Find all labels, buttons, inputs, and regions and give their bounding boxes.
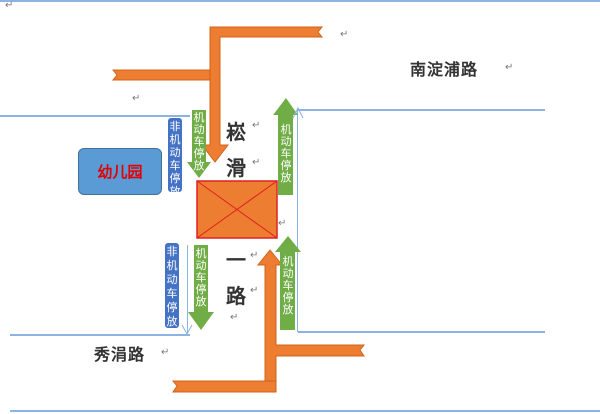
green-arrow-up-top	[273, 98, 298, 195]
road-name-north: 南淀浦路	[410, 60, 479, 79]
road-edge-top-left	[0, 115, 190, 117]
motor-parking-label-1: 机动车停放	[193, 111, 205, 172]
paragraph-mark: ↵	[250, 285, 259, 296]
paragraph-mark: ↵	[5, 0, 14, 11]
paragraph-mark: ↵	[278, 218, 287, 229]
paragraph-mark: ↵	[132, 93, 141, 104]
road-edge-bottom-right	[298, 331, 545, 333]
motor-parking-label-4: 机动车停放	[282, 255, 294, 316]
page-bottom-border	[10, 410, 600, 412]
road-name-char: 滑	[226, 156, 246, 180]
green-arrow-up-bottom	[275, 236, 301, 330]
paragraph-mark: ↵	[252, 120, 261, 131]
green-arrow-down-bottom	[188, 245, 214, 330]
kindergarten-box: 幼儿园	[78, 148, 162, 195]
paragraph-mark: ↵	[230, 312, 239, 323]
motor-parking-label-3: 机动车停放	[280, 123, 292, 184]
orange-route-bottom	[256, 249, 366, 393]
orange-route-bottom-branch	[171, 380, 277, 393]
road-edge-top-right	[298, 109, 545, 111]
road-name-char: 一	[226, 248, 246, 272]
paragraph-mark: ↵	[161, 347, 170, 358]
page-top-border	[0, 0, 600, 2]
non-motor-parking-label-top: 非机动车停放	[168, 118, 182, 198]
orange-route-top-branch	[111, 69, 211, 81]
paragraph-mark: ↵	[505, 62, 514, 73]
road-name-south: 秀涓路	[94, 345, 146, 364]
paragraph-mark: ↵	[252, 157, 261, 168]
motor-parking-label-2: 机动车停放	[195, 247, 207, 308]
paragraph-mark: ↵	[340, 29, 349, 40]
non-motor-parking-label-bottom: 非机动车停放	[165, 243, 179, 328]
road-name-char: 路	[226, 284, 246, 308]
paragraph-mark: ↵	[250, 250, 259, 261]
road-edge-right-vertical	[297, 108, 298, 332]
road-edge-left-vertical	[187, 245, 188, 333]
green-arrow-down-top	[187, 110, 211, 178]
orange-route-top	[200, 26, 324, 163]
road-name-char: 崧	[226, 120, 246, 144]
road-edge-bottom-left	[10, 334, 190, 336]
